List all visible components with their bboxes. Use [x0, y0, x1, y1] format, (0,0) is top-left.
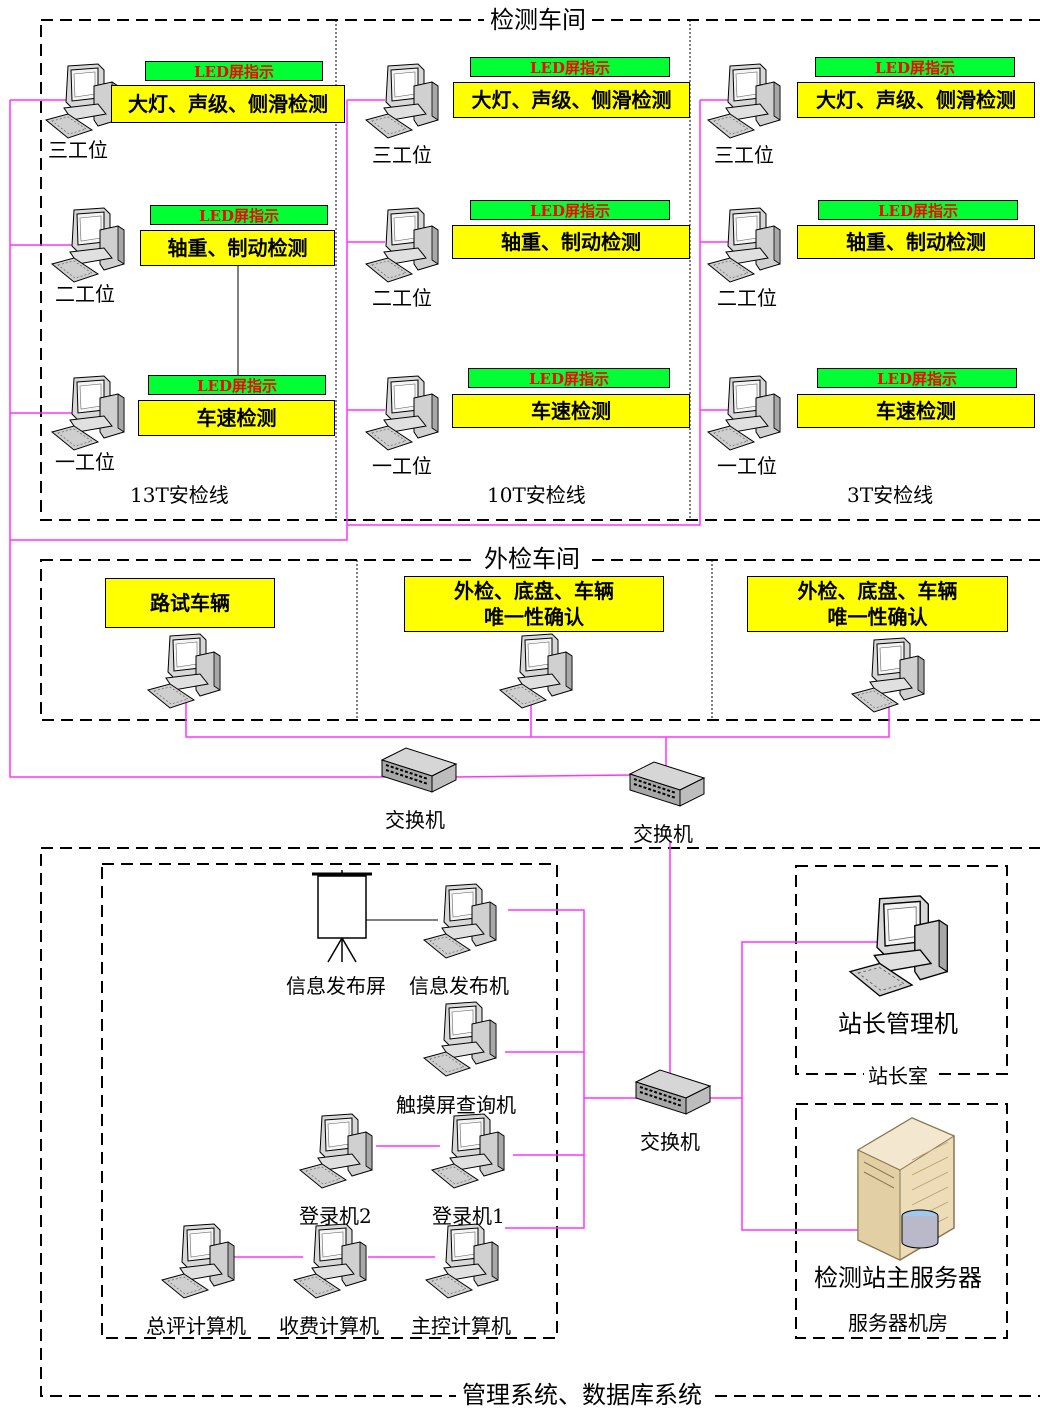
led-indicator: LED屏指示 — [815, 57, 1015, 77]
position-label: 二工位 — [717, 286, 777, 310]
computer-icon — [849, 895, 948, 997]
task-box: 车速检测 — [797, 394, 1035, 428]
task-box: 轴重、制动检测 — [797, 225, 1035, 259]
position-label: 一工位 — [55, 450, 115, 474]
led-indicator: LED屏指示 — [818, 200, 1018, 220]
section-title-exterior-hall: 外检车间 — [478, 545, 586, 573]
led-indicator: LED屏指示 — [145, 61, 323, 81]
led-indicator: LED屏指示 — [150, 205, 328, 225]
task-box: 轴重、制动检测 — [452, 225, 690, 259]
login2-label: 登录机2 — [299, 1204, 372, 1228]
task-box: 轴重、制动检测 — [140, 230, 335, 266]
projector-screen-icon — [312, 870, 372, 963]
billing-label: 收费计算机 — [279, 1314, 379, 1338]
computer-icon — [365, 375, 439, 451]
task-box: 车速检测 — [452, 394, 690, 428]
task-box: 车速检测 — [138, 400, 335, 436]
task-box: 路试车辆 — [105, 578, 275, 628]
info-pc-label: 信息发布机 — [409, 974, 509, 998]
column-dividers — [335, 20, 713, 720]
computer-icon — [365, 63, 439, 139]
computer-icon — [431, 1113, 505, 1189]
computer-icon — [293, 1223, 367, 1299]
master-control-label: 主控计算机 — [411, 1314, 511, 1338]
computer-icon — [299, 1113, 373, 1189]
line-name: 13T安检线 — [130, 483, 229, 507]
computer-icon — [147, 633, 221, 709]
line-name: 3T安检线 — [847, 483, 934, 507]
position-label: 三工位 — [714, 143, 774, 167]
computer-icon — [425, 1223, 499, 1299]
task-box: 大灯、声级、侧滑检测 — [453, 82, 690, 118]
computer-icon — [423, 1001, 497, 1077]
led-indicator: LED屏指示 — [148, 375, 326, 395]
task-box: 大灯、声级、侧滑检测 — [111, 85, 345, 123]
task-box: 外检、底盘、车辆 唯一性确认 — [404, 576, 664, 632]
position-label: 三工位 — [372, 143, 432, 167]
server-icon — [856, 1117, 956, 1261]
switch-label: 交换机 — [633, 822, 693, 846]
evaluation-label: 总评计算机 — [146, 1314, 246, 1338]
section-title-inspection-hall: 检测车间 — [484, 6, 592, 34]
switch-icon — [381, 747, 457, 793]
station-manager-pc-label: 站长管理机 — [838, 1010, 958, 1038]
network-links — [9, 99, 890, 1258]
led-indicator: LED屏指示 — [468, 368, 670, 388]
info-screen-label: 信息发布屏 — [286, 974, 386, 998]
led-indicator: LED屏指示 — [470, 57, 670, 77]
position-label: 二工位 — [372, 286, 432, 310]
switch-label: 交换机 — [385, 808, 445, 832]
led-indicator: LED屏指示 — [470, 200, 670, 220]
login1-label: 登录机1 — [432, 1204, 505, 1228]
computer-icon — [851, 637, 925, 713]
switch-icon — [635, 1069, 711, 1115]
position-label: 二工位 — [55, 282, 115, 306]
line-name: 10T安检线 — [487, 483, 586, 507]
server-room-label: 服务器机房 — [848, 1311, 948, 1335]
computer-icon — [707, 207, 781, 283]
computer-icon — [707, 63, 781, 139]
computer-icon — [161, 1223, 235, 1299]
switch-label: 交换机 — [640, 1130, 700, 1154]
computer-icon — [365, 207, 439, 283]
computer-icon — [45, 63, 119, 139]
computer-icon — [499, 633, 573, 709]
computer-icon — [707, 375, 781, 451]
main-server-label: 检测站主服务器 — [814, 1264, 982, 1292]
position-label: 三工位 — [48, 138, 108, 162]
computer-icon — [423, 883, 497, 959]
task-box: 大灯、声级、侧滑检测 — [797, 82, 1035, 118]
station-manager-room-label: 站长室 — [864, 1064, 932, 1088]
position-label: 一工位 — [372, 454, 432, 478]
section-title-management: 管理系统、数据库系统 — [456, 1381, 708, 1409]
led-indicator: LED屏指示 — [817, 368, 1017, 388]
touch-query-label: 触摸屏查询机 — [396, 1093, 516, 1117]
task-box: 外检、底盘、车辆 唯一性确认 — [747, 576, 1008, 632]
black-links — [237, 265, 438, 921]
switch-icon — [629, 761, 705, 807]
position-label: 一工位 — [717, 454, 777, 478]
